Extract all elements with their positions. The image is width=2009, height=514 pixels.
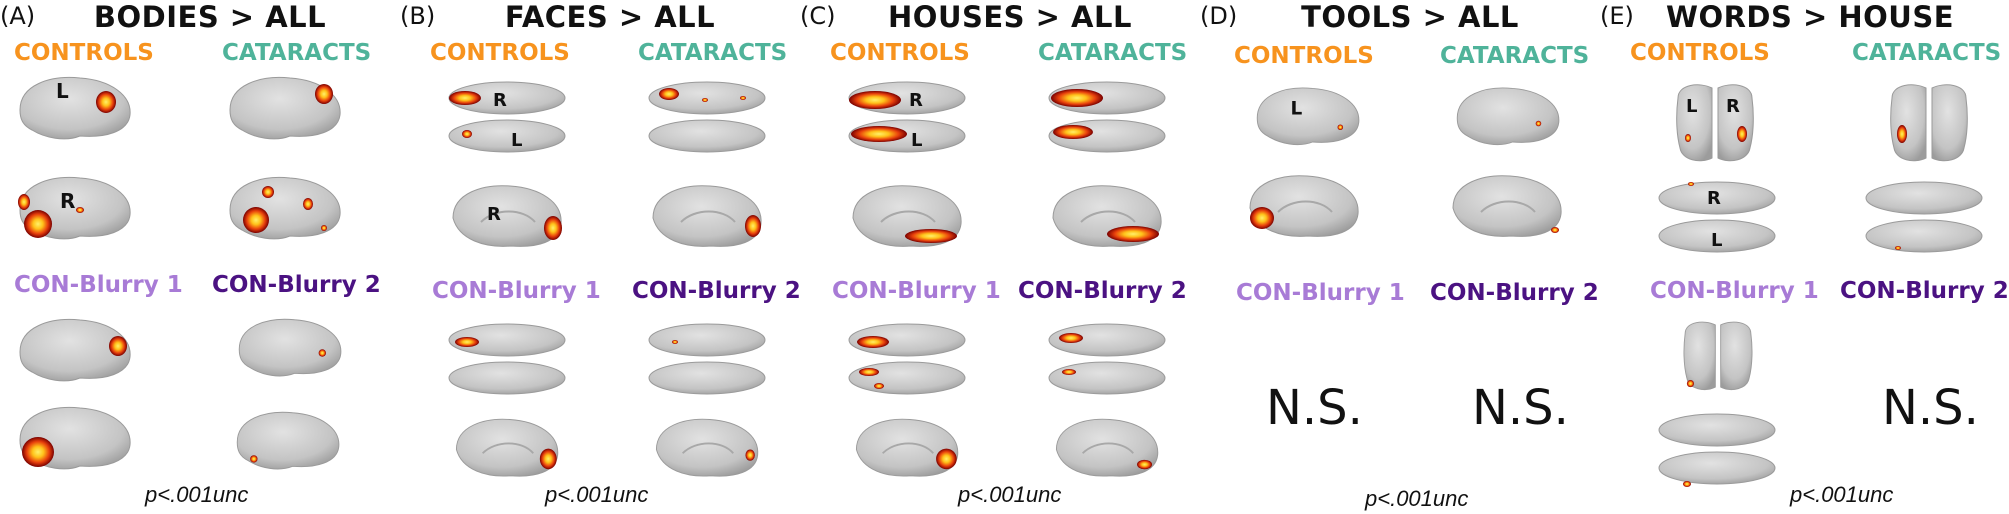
brain-lateral-right-blurry2 [236, 411, 340, 470]
panel-tools: (D) TOOLS > ALL CONTROLS CATARACTS L CON… [1200, 0, 1600, 514]
brain-medial-cataracts [652, 185, 762, 247]
group-label-controls: CONTROLS [830, 40, 970, 66]
panel-label: (B) [400, 2, 436, 30]
group-label-controls: CONTROLS [430, 40, 570, 66]
brain-medial-cataracts [1452, 175, 1562, 237]
brain-medial-blurry1 [855, 418, 959, 477]
panel-title: BODIES > ALL [93, 0, 327, 34]
panel-title: HOUSES > ALL [888, 0, 1132, 34]
brain-lateral-left-controls: L [19, 76, 131, 140]
panel-label: (D) [1200, 2, 1238, 30]
panel-title: TOOLS > ALL [1301, 0, 1519, 34]
not-significant-label: N.S. [1472, 380, 1569, 436]
p-value-label: p<.001unc [1365, 486, 1469, 511]
hemisphere-label: L [1686, 96, 1697, 117]
hemisphere-label: L [511, 130, 522, 151]
group-label-con-blurry-1: CON-Blurry 1 [432, 278, 601, 304]
panel-bodies: (A) BODIES > ALL CONTROLS CATARACTS L R … [0, 0, 400, 514]
hemisphere-label: L [56, 79, 69, 103]
not-significant-label: N.S. [1266, 380, 1363, 436]
brain-ventral-controls: R L [1658, 181, 1776, 253]
brain-posterior-controls: L R [1676, 84, 1754, 162]
brain-ventral-blurry1 [448, 323, 566, 395]
brain-ventral-controls: R L [848, 81, 966, 153]
hemisphere-label: L [1711, 230, 1722, 251]
group-label-con-blurry-2: CON-Blurry 2 [1018, 278, 1187, 304]
brain-lateral-right-blurry1 [19, 406, 131, 470]
brain-ventral-cataracts [1865, 181, 1983, 253]
brain-ventral-blurry2 [1048, 323, 1166, 395]
brain-medial-cataracts [1052, 185, 1162, 247]
brain-lateral-controls: L [1256, 87, 1360, 146]
group-label-con-blurry-1: CON-Blurry 1 [832, 278, 1001, 304]
panel-title: FACES > ALL [504, 0, 716, 34]
panel-houses: (C) HOUSES > ALL CONTROLS CATARACTS R L … [800, 0, 1200, 514]
group-label-cataracts: CATARACTS [638, 40, 788, 66]
brain-medial-blurry1 [455, 418, 559, 477]
brain-ventral-blurry1 [1658, 413, 1776, 487]
brain-lateral-left-blurry2 [238, 318, 342, 377]
p-value-label: p<.001unc [545, 482, 649, 507]
hemisphere-label: R [1726, 96, 1740, 117]
brain-ventral-blurry2 [648, 323, 766, 395]
hemisphere-label: R [1707, 188, 1721, 209]
brain-posterior-cataracts [1890, 84, 1968, 162]
group-label-con-blurry-2: CON-Blurry 2 [1840, 278, 2009, 304]
group-label-con-blurry-2: CON-Blurry 2 [212, 272, 381, 298]
brain-ventral-cataracts [1048, 81, 1166, 153]
group-label-con-blurry-1: CON-Blurry 1 [1650, 278, 1819, 304]
panel-faces: (B) FACES > ALL CONTROLS CATARACTS R L R… [400, 0, 801, 514]
brain-medial-controls [1249, 175, 1359, 237]
brain-lateral-left-cataracts [229, 76, 341, 140]
brain-medial-controls: R [452, 185, 562, 247]
brain-medial-blurry2 [1055, 418, 1159, 477]
group-label-cataracts: CATARACTS [1038, 40, 1188, 66]
hemisphere-label: L [911, 130, 922, 151]
panel-words: (E) WORDS > HOUSE CONTROLS CATARACTS L R… [1600, 0, 2009, 514]
brain-lateral-right-controls: R [18, 176, 131, 240]
group-label-controls: CONTROLS [1630, 40, 1770, 66]
not-significant-label: N.S. [1882, 380, 1979, 436]
group-label-controls: CONTROLS [1234, 43, 1374, 69]
brain-posterior-blurry1 [1683, 321, 1753, 390]
hemisphere-label: R [493, 90, 507, 111]
group-label-con-blurry-2: CON-Blurry 2 [632, 278, 801, 304]
panel-label: (C) [800, 2, 836, 30]
hemisphere-label: R [487, 204, 501, 225]
group-label-con-blurry-1: CON-Blurry 1 [14, 272, 183, 298]
group-label-con-blurry-1: CON-Blurry 1 [1236, 280, 1405, 306]
group-label-cataracts: CATARACTS [1440, 43, 1590, 69]
brain-ventral-controls: R L [448, 81, 566, 153]
group-label-con-blurry-2: CON-Blurry 2 [1430, 280, 1599, 306]
p-value-label: p<.001unc [145, 482, 249, 507]
group-label-cataracts: CATARACTS [222, 40, 372, 66]
p-value-label: p<.001unc [1790, 482, 1894, 507]
brain-medial-blurry2 [655, 418, 759, 477]
group-label-controls: CONTROLS [14, 40, 154, 66]
hemisphere-label: R [909, 90, 923, 111]
brain-lateral-cataracts [1456, 87, 1560, 146]
brain-ventral-cataracts [648, 81, 766, 153]
panel-title: WORDS > HOUSE [1665, 0, 1955, 34]
brain-lateral-right-cataracts [229, 176, 341, 240]
panel-label: (A) [0, 2, 36, 30]
p-value-label: p<.001unc [958, 482, 1062, 507]
brain-medial-controls [852, 185, 962, 247]
hemisphere-label: L [1290, 98, 1302, 119]
brain-lateral-left-blurry1 [19, 318, 131, 382]
group-label-cataracts: CATARACTS [1852, 40, 2002, 66]
hemisphere-label: R [60, 189, 75, 213]
brain-ventral-blurry1 [848, 323, 966, 395]
panel-label: (E) [1600, 2, 1634, 30]
